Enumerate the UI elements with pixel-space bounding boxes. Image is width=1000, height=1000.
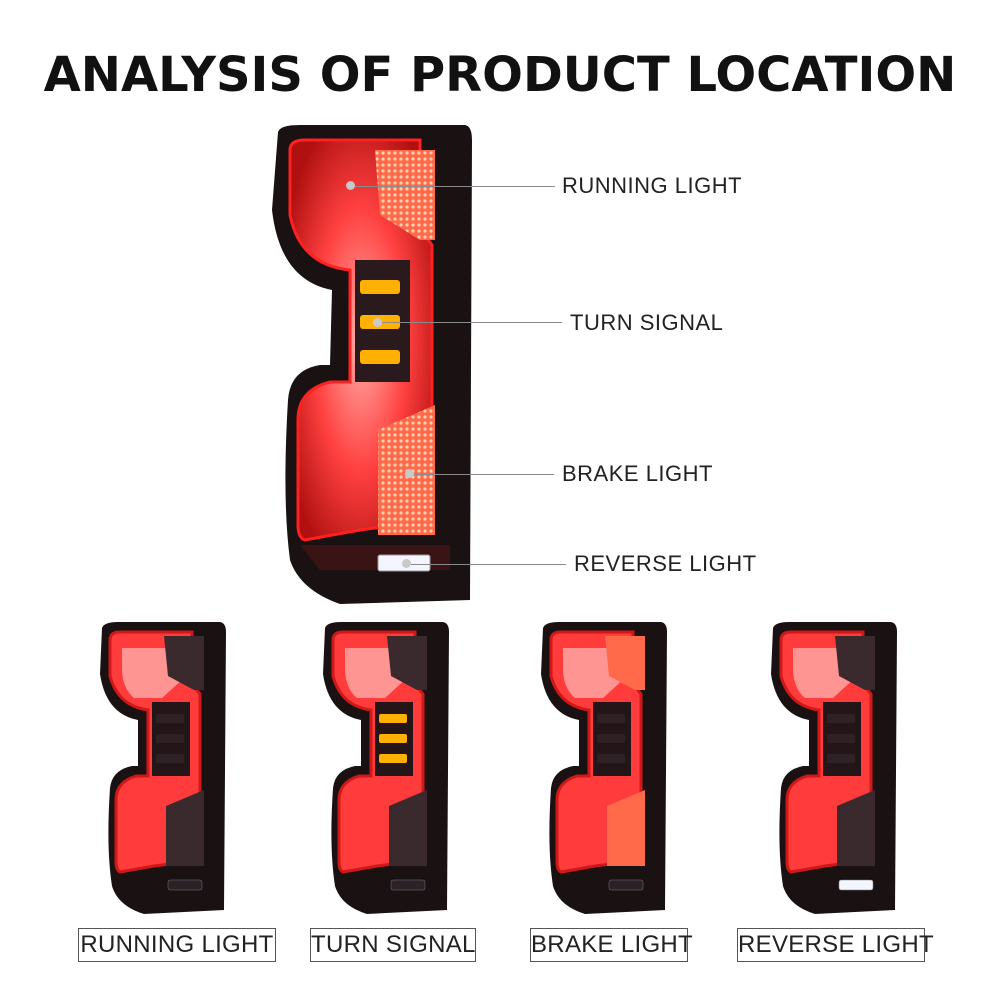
brake-panel	[837, 790, 875, 866]
reverse-lamp	[608, 879, 644, 891]
brake-panel	[607, 790, 645, 866]
variant-label-running: RUNNING LIGHT	[78, 928, 276, 962]
turn-bar-3	[379, 754, 407, 763]
variant-reverse-graphic	[771, 622, 897, 914]
turn-bar-3	[156, 754, 184, 763]
variant-reverse	[763, 618, 903, 918]
callout-turn-line	[382, 322, 562, 323]
variant-label-brake: BRAKE LIGHT	[530, 928, 693, 962]
page-title: ANALYSIS OF PRODUCT LOCATION	[43, 47, 957, 103]
callout-reverse-dot	[402, 559, 411, 568]
callout-brake-line	[414, 474, 554, 475]
reverse-lamp	[838, 879, 874, 891]
brake-panel	[166, 790, 204, 866]
reverse-lamp	[390, 879, 426, 891]
callout-brake-label: BRAKE LIGHT	[562, 461, 713, 486]
variant-turn-graphic	[323, 622, 449, 914]
upper-lamp-panel	[164, 636, 204, 690]
callout-reverse-line	[411, 564, 566, 565]
callout-running-line	[355, 186, 555, 187]
turn-bar-2	[156, 734, 184, 743]
brake-panel	[389, 790, 427, 866]
callout-running-label: RUNNING LIGHT	[562, 173, 743, 198]
callout-turn-dot	[373, 318, 382, 327]
variant-turn	[315, 618, 455, 918]
variant-running	[92, 618, 232, 918]
callout-brake-dot	[405, 469, 414, 478]
reverse-lamp	[167, 879, 203, 891]
turn-bar-1	[827, 714, 855, 723]
turn-bar-2	[827, 734, 855, 743]
main-tail-light-graphic	[272, 125, 472, 604]
turn-bar-3	[597, 754, 625, 763]
variant-brake-graphic	[541, 622, 667, 914]
turn-bar-2	[597, 734, 625, 743]
upper-lamp-panel	[835, 636, 875, 690]
upper-lamp-panel	[605, 636, 645, 690]
turn-bar-1	[597, 714, 625, 723]
upper-lamp-panel	[387, 636, 427, 690]
callout-running-dot	[346, 181, 355, 190]
variant-running-graphic	[100, 622, 226, 914]
main-tail-light	[260, 120, 480, 610]
variant-label-turn: TURN SIGNAL	[310, 928, 476, 962]
variant-label-reverse: REVERSE LIGHT	[737, 928, 934, 962]
turn-bar-1	[379, 714, 407, 723]
callout-reverse-label: REVERSE LIGHT	[574, 551, 757, 576]
turn-bar-2	[379, 734, 407, 743]
variant-brake	[533, 618, 673, 918]
turn-bar-1	[156, 714, 184, 723]
turn-bar-3	[827, 754, 855, 763]
callout-turn-label: TURN SIGNAL	[570, 310, 724, 335]
